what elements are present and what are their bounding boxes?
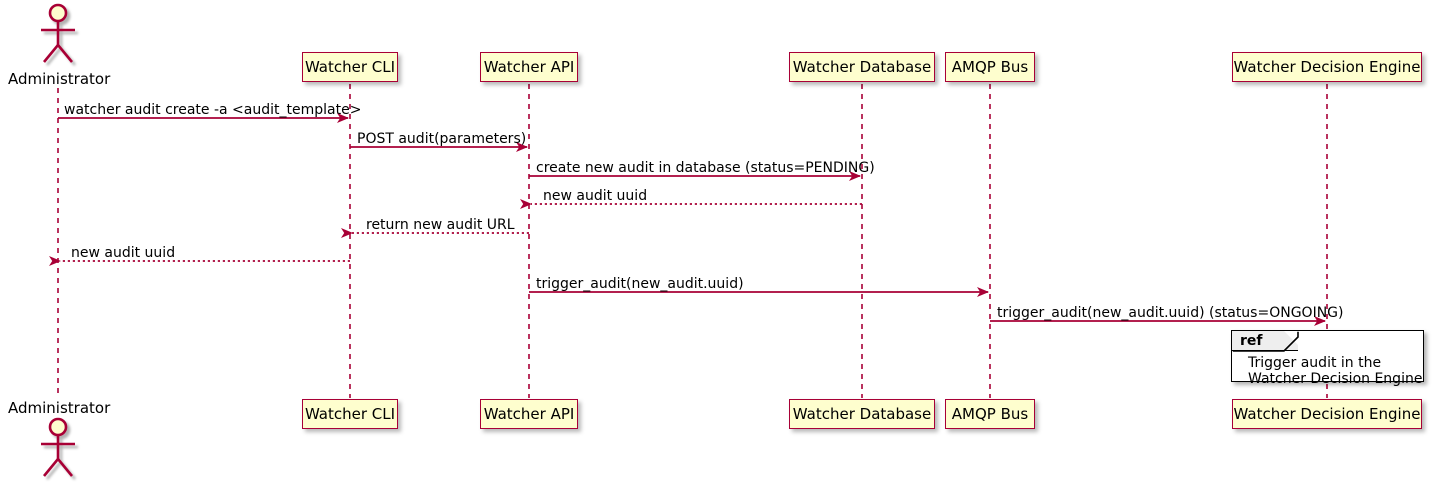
ref-body-line-1: Trigger audit in the — [1248, 355, 1382, 371]
ref-fragment-box[interactable]: ref Trigger audit in the Watcher Decisio… — [1231, 330, 1424, 387]
ref-fragment-tab: ref — [1232, 331, 1298, 351]
participant-label: Watcher CLI — [304, 404, 396, 423]
message-label-1: watcher audit create -a <audit_template> — [64, 102, 362, 118]
participant-label: AMQP Bus — [951, 404, 1029, 423]
ref-body-line-2: Watcher Decision Engine — [1248, 371, 1423, 387]
lifelines-group — [57, 84, 1328, 398]
actor-label-administrator-bottom: Administrator — [8, 399, 110, 417]
message-label-7: trigger_audit(new_audit.uuid) — [536, 276, 744, 292]
actor-label-administrator-top: Administrator — [8, 70, 110, 88]
participant-box-watcher-cli-bottom[interactable]: Watcher CLI — [302, 399, 398, 429]
participant-label: Watcher API — [483, 404, 575, 423]
messages-group — [49, 113, 1326, 326]
participant-box-amqp-bus-top[interactable]: AMQP Bus — [945, 52, 1035, 82]
participant-label: Watcher Decision Engine — [1233, 404, 1421, 423]
participant-label: Watcher API — [483, 57, 575, 76]
message-label-2: POST audit(parameters) — [357, 131, 527, 147]
participant-box-watcher-database-top[interactable]: Watcher Database — [789, 52, 935, 82]
participant-label: Watcher Database — [792, 57, 932, 76]
participant-label: AMQP Bus — [951, 57, 1029, 76]
message-label-6: new audit uuid — [71, 245, 176, 261]
participant-box-watcher-api-bottom[interactable]: Watcher API — [480, 399, 578, 429]
actor-administrator-bottom-icon — [41, 417, 75, 477]
participant-label: Watcher Database — [792, 404, 932, 423]
actor-name: Administrator — [8, 70, 111, 88]
ref-fragment-body: Trigger audit in the Watcher Decision En… — [1248, 355, 1422, 387]
actor-administrator-top-icon — [41, 3, 75, 63]
participant-box-watcher-decision-engine-top[interactable]: Watcher Decision Engine — [1232, 52, 1422, 82]
message-label-5: return new audit URL — [366, 217, 515, 233]
participant-box-watcher-api-top[interactable]: Watcher API — [480, 52, 578, 82]
participant-box-watcher-cli-top[interactable]: Watcher CLI — [302, 52, 398, 82]
ref-tab-clip: ref — [1232, 331, 1298, 351]
participant-label: Watcher CLI — [304, 57, 396, 76]
message-label-8: trigger_audit(new_audit.uuid) (status=ON… — [997, 305, 1344, 321]
message-label-3: create new audit in database (status=PEN… — [536, 160, 875, 176]
participant-box-amqp-bus-bottom[interactable]: AMQP Bus — [945, 399, 1035, 429]
message-label-4: new audit uuid — [543, 188, 648, 204]
participant-label: Watcher Decision Engine — [1233, 57, 1421, 76]
ref-tab-label: ref — [1240, 332, 1263, 349]
actor-name: Administrator — [8, 399, 111, 417]
participant-box-watcher-decision-engine-bottom[interactable]: Watcher Decision Engine — [1232, 399, 1422, 429]
participant-box-watcher-database-bottom[interactable]: Watcher Database — [789, 399, 935, 429]
